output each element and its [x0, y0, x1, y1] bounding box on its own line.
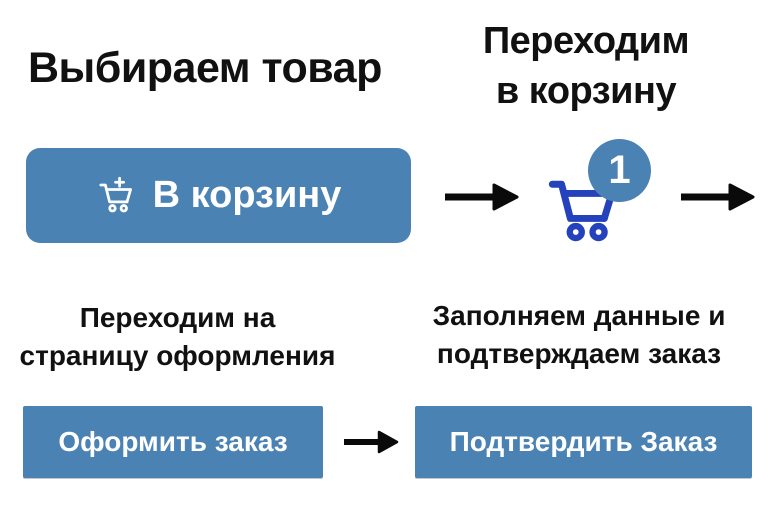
- step3-heading-line2: страницу оформления: [19, 340, 336, 371]
- step4-heading-line1: Заполняем данные и: [432, 300, 726, 331]
- step1-heading: Выбираем товар: [28, 44, 382, 92]
- add-to-cart-button-label: В корзину: [152, 174, 342, 216]
- confirm-order-button[interactable]: Подтвердить Заказ: [415, 406, 752, 478]
- checkout-button-label: Оформить заказ: [58, 426, 288, 457]
- arrow-right-icon: [678, 181, 756, 218]
- cart-with-badge-illustration: 1: [546, 139, 656, 256]
- step4-heading: Заполняем данные и подтверждаем заказ: [408, 297, 750, 373]
- step3-heading: Переходим на страницу оформления: [5, 299, 350, 375]
- arrow-right-icon: [342, 428, 400, 461]
- arrow-right-icon: [442, 181, 520, 218]
- step3-heading-line1: Переходим на: [79, 302, 276, 333]
- step2-heading: Переходим в корзину: [450, 16, 722, 116]
- confirm-order-button-label: Подтвердить Заказ: [449, 426, 718, 457]
- cart-plus-icon: [96, 176, 138, 216]
- step2-heading-line2: в корзину: [495, 70, 677, 112]
- add-to-cart-button[interactable]: В корзину: [26, 148, 411, 243]
- checkout-button[interactable]: Оформить заказ: [23, 406, 323, 478]
- step2-heading-line1: Переходим: [482, 20, 690, 62]
- step4-heading-line2: подтверждаем заказ: [436, 338, 722, 369]
- cart-count-badge: 1: [588, 139, 651, 202]
